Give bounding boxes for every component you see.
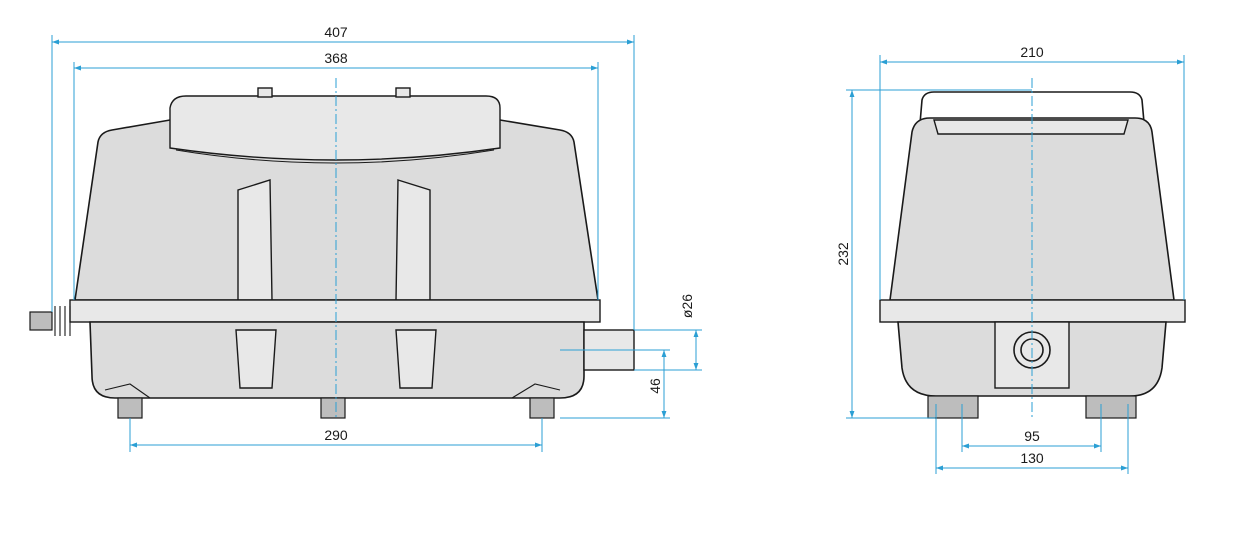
- side-top-panel: [933, 119, 1129, 135]
- front-dimensions: 407 368 290 ø26 46: [51, 24, 702, 452]
- front-cover-rim: [175, 149, 495, 164]
- front-foot-right: [529, 397, 555, 419]
- front-knob-left: [257, 87, 273, 98]
- dim-232-label: 232: [835, 242, 851, 266]
- front-pocket-right: [395, 329, 437, 389]
- side-foot-left: [927, 395, 979, 419]
- front-cable-ribs: [54, 306, 71, 336]
- dim-46-label: 46: [647, 378, 663, 394]
- side-dimensions: 210 232 95 130: [835, 44, 1185, 474]
- dim-210-label: 210: [1020, 44, 1044, 60]
- front-foot-left: [117, 397, 143, 419]
- front-foot-center: [320, 397, 346, 419]
- side-foot-right: [1085, 395, 1137, 419]
- front-view: [29, 87, 635, 419]
- dim-368-label: 368: [324, 50, 348, 66]
- dim-d26-label: ø26: [679, 294, 695, 318]
- dim-407-label: 407: [324, 24, 348, 40]
- front-base-plate: [69, 299, 601, 323]
- front-panel-right: [395, 179, 431, 301]
- dim-290-label: 290: [324, 427, 348, 443]
- front-pocket-left: [235, 329, 277, 389]
- front-cable-connector: [29, 311, 53, 331]
- front-panel-left: [237, 179, 273, 301]
- front-knob-right: [395, 87, 411, 98]
- front-lower-housing: [89, 321, 585, 399]
- front-top-cover: [169, 95, 501, 161]
- front-foot-tabs: [104, 383, 561, 399]
- dim-130-label: 130: [1020, 450, 1044, 466]
- dim-95-label: 95: [1024, 428, 1040, 444]
